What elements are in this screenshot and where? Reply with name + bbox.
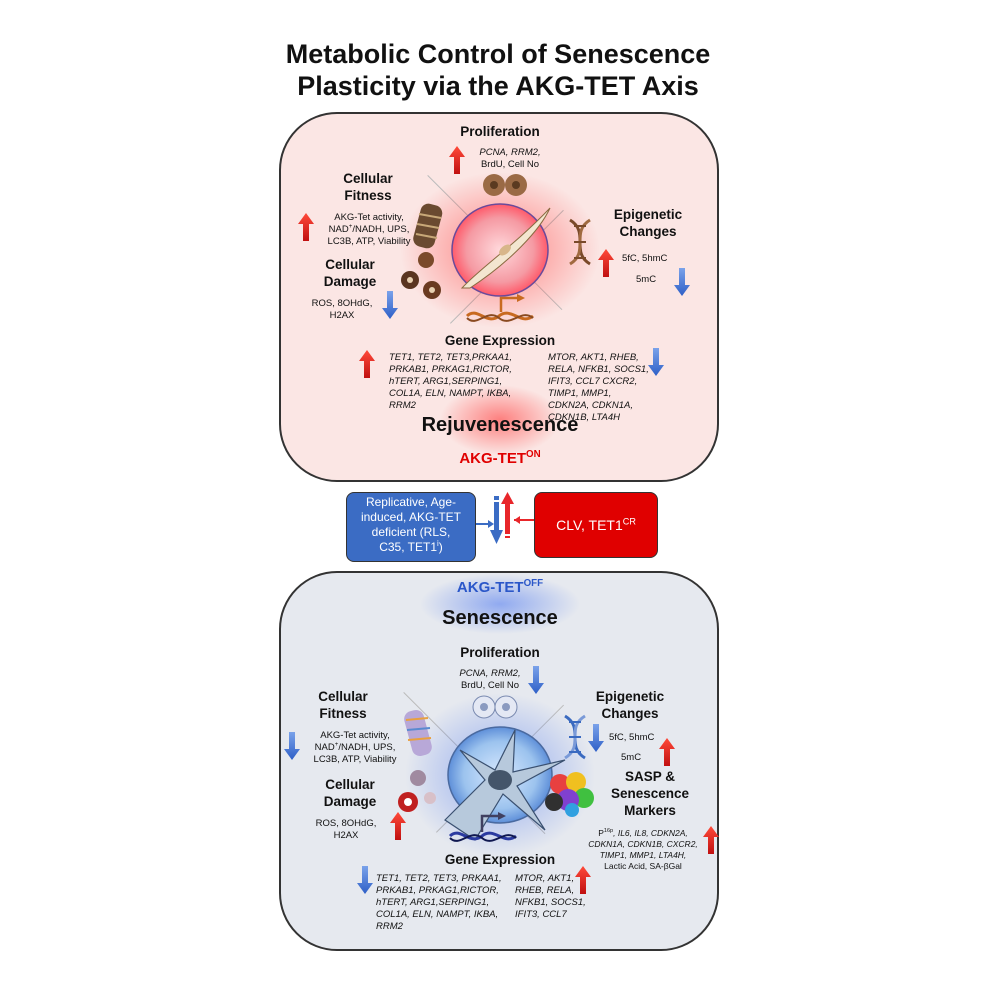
dividing-cell-icon [472, 695, 518, 719]
gene-expression-heading: Gene Expression [444, 333, 556, 348]
title-line-1: Metabolic Control of Senescence [285, 39, 711, 69]
senescence-label: Senescence [442, 607, 558, 629]
gene-down-list: MTOR, AKT1, RHEB,RELA, NFKB1, SOCS1,IFIT… [548, 352, 649, 423]
akg-tet-off-label: AKG-TETOFF [456, 578, 544, 596]
switch-arrows-icon [476, 492, 534, 544]
proliferation-markers: PCNA, RRM2, BrdU, Cell No [479, 147, 541, 170]
figure-title: Metabolic Control of Senescence Plastici… [0, 38, 996, 102]
glow-decor [420, 574, 580, 634]
akg-tet-on-label: AKG-TETON [459, 449, 541, 467]
epigenetic-up-markers: 5mC [621, 752, 642, 763]
dna-icon [564, 714, 586, 760]
cellular-fitness-markers: AKG-Tet activity, NAD+/NADH, UPS, LC3B, … [313, 730, 397, 765]
up-arrow-icon [703, 826, 719, 854]
dna-icon [569, 218, 591, 266]
epigenetic-up-markers: 5fC, 5hmC [622, 253, 668, 264]
senescent-cell-icon [405, 693, 595, 857]
cellular-damage-markers: ROS, 8OHdG,H2AX [311, 298, 373, 321]
rejuvenescence-label: Rejuvenescence [421, 414, 579, 436]
proliferation-heading: Proliferation [460, 645, 540, 660]
down-arrow-icon [674, 268, 690, 296]
proliferation-markers: PCNA, RRM2, BrdU, Cell No [459, 668, 521, 691]
proliferation-heading: Proliferation [460, 124, 540, 139]
down-arrow-icon [284, 732, 300, 760]
down-arrow-icon [648, 348, 664, 376]
damaged-organelles-icon [398, 770, 436, 812]
epigenetic-down-markers: 5mC [636, 274, 657, 285]
gene-promoter-icon [465, 294, 534, 322]
protein-aggregate-icon [545, 772, 594, 817]
gene-up-list: TET1, TET2, TET3,PRKAA1,PRKAB1, PRKAG1,R… [389, 352, 513, 411]
clv-tet1cr-box: CLV, TET1CR [534, 492, 658, 558]
up-arrow-icon [298, 213, 314, 241]
sasp-markers: P16p, IL6, IL8, CDKN2A, CDKN1A, CDKN1B, … [588, 828, 698, 871]
up-arrow-icon [449, 146, 465, 174]
damaged-organelles-icon [401, 252, 441, 299]
gene-expression-heading: Gene Expression [444, 852, 556, 867]
gene-promoter-icon [448, 812, 517, 842]
cellular-damage-markers: ROS, 8OHdG,H2AX [315, 818, 377, 841]
down-arrow-icon [588, 724, 604, 752]
dividing-cell-icon [483, 174, 527, 196]
down-arrow-icon [357, 866, 373, 894]
up-arrow-icon [359, 350, 375, 378]
rejuvenated-cell-icon [400, 172, 600, 328]
gene-down-list: TET1, TET2, TET3, PRKAA1,PRKAB1, PRKAG1,… [376, 873, 502, 932]
mitochondria-icon [413, 203, 443, 249]
up-arrow-icon [659, 738, 675, 766]
glow-decor [440, 385, 560, 455]
title-line-2: Plasticity via the AKG-TET Axis [297, 71, 699, 101]
up-arrow-icon [575, 866, 591, 894]
epigenetic-down-markers: 5fC, 5hmC [609, 732, 655, 743]
up-arrow-icon [390, 812, 406, 840]
down-arrow-icon [382, 291, 398, 319]
mitochondria-icon [404, 709, 432, 757]
gene-up-list: MTOR, AKT1,RHEB, RELA,NFKB1, SOCS1,IFIT3… [515, 873, 586, 920]
akg-tet-deficient-box: Replicative, Age- induced, AKG-TET defic… [346, 492, 476, 562]
up-arrow-icon [598, 249, 614, 277]
cellular-fitness-markers: AKG-Tet activity, NAD+/NADH, UPS, LC3B, … [327, 212, 411, 247]
down-arrow-icon [528, 666, 544, 694]
